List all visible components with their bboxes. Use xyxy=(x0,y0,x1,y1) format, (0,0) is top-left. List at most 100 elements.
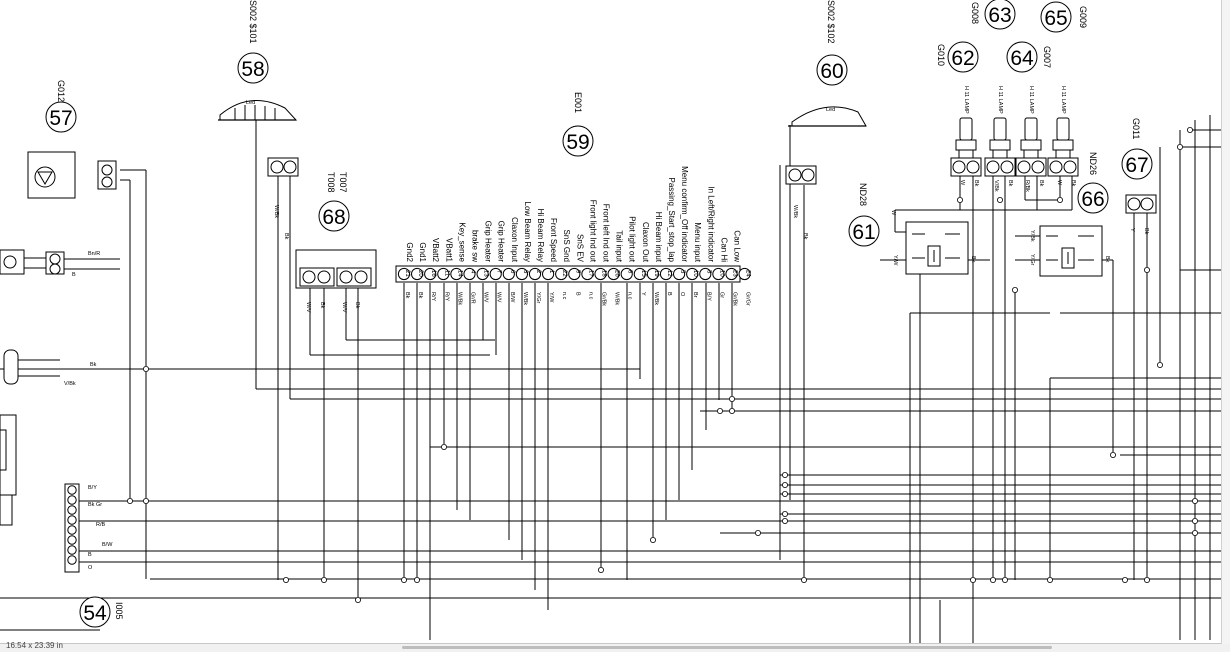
junction-dot xyxy=(400,577,407,584)
junction-dot xyxy=(413,577,420,584)
svg-text:Bk: Bk xyxy=(802,233,808,240)
junction-dot xyxy=(970,577,977,584)
svg-text:Grip Heater: Grip Heater xyxy=(497,221,506,263)
svg-text:62: 62 xyxy=(951,47,974,70)
junction-dot xyxy=(1187,127,1194,134)
svg-text:Can Low: Can Low xyxy=(733,230,742,262)
junction-dot xyxy=(990,577,997,584)
e001-pin: 4 brake sw Gr/R xyxy=(463,230,480,304)
svg-text:6: 6 xyxy=(509,270,515,274)
vertical-scrollbar[interactable] xyxy=(1221,0,1230,644)
svg-text:H 11 LAMP: H 11 LAMP xyxy=(1060,86,1066,114)
junction-dots xyxy=(127,127,1199,604)
svg-text:22: 22 xyxy=(561,270,567,277)
i005-pin xyxy=(67,505,77,515)
svg-text:H 11 LAMP: H 11 LAMP xyxy=(997,86,1003,114)
svg-text:ND26: ND26 xyxy=(1088,152,1098,175)
svg-text:R/Bk: R/Bk xyxy=(1024,180,1030,192)
svg-text:Bk: Bk xyxy=(973,180,979,187)
svg-text:60: 60 xyxy=(820,60,843,83)
svg-text:3: 3 xyxy=(522,270,528,274)
svg-text:13: 13 xyxy=(483,270,489,277)
i005-pin xyxy=(67,495,77,505)
svg-text:W: W xyxy=(959,180,965,186)
svg-text:W/Bk: W/Bk xyxy=(522,292,528,305)
i005-pin xyxy=(67,515,77,525)
svg-text:Gr/Bk: Gr/Bk xyxy=(601,292,607,306)
svg-text:Y: Y xyxy=(1129,228,1135,232)
svg-text:H 11 LAMP: H 11 LAMP xyxy=(963,86,969,114)
svg-text:Low Beam Relay: Low Beam Relay xyxy=(523,202,532,262)
svg-text:Claxon Out: Claxon Out xyxy=(641,222,650,263)
svg-text:H 11 LAMP: H 11 LAMP xyxy=(1028,86,1034,114)
svg-text:Y/Gr: Y/Gr xyxy=(1029,254,1035,265)
svg-text:Grip Heater: Grip Heater xyxy=(484,221,493,263)
g012-code: G012 xyxy=(56,80,66,102)
svg-text:65: 65 xyxy=(1044,7,1067,30)
svg-text:brake sw: brake sw xyxy=(471,230,480,262)
svg-text:19: 19 xyxy=(653,270,659,277)
svg-text:VBatt2: VBatt2 xyxy=(431,238,440,263)
svg-text:n.c: n.c xyxy=(627,292,633,300)
svg-text:4: 4 xyxy=(470,270,476,274)
svg-text:Bk: Bk xyxy=(319,302,325,309)
junction-dot xyxy=(440,443,447,450)
svg-text:1: 1 xyxy=(548,270,554,274)
svg-text:G011: G011 xyxy=(1131,118,1141,139)
svg-text:Gr/R: Gr/R xyxy=(470,292,476,304)
junction-dot xyxy=(598,567,605,574)
speaker-icon xyxy=(3,349,19,385)
junction-dot xyxy=(1157,361,1164,368)
svg-text:66: 66 xyxy=(1081,188,1104,211)
i005-pin xyxy=(67,545,77,555)
svg-text:7: 7 xyxy=(496,270,502,274)
svg-text:23: 23 xyxy=(732,270,738,277)
svg-text:Led: Led xyxy=(826,107,835,113)
junction-dot xyxy=(755,530,762,537)
i005-pin xyxy=(67,535,77,545)
svg-text:Gr: Gr xyxy=(718,292,724,298)
junction-dot xyxy=(650,537,657,544)
svg-text:Front left Ind out: Front left Ind out xyxy=(602,204,611,263)
svg-text:Tail input: Tail input xyxy=(615,230,624,262)
svg-text:14: 14 xyxy=(456,270,462,277)
svg-text:T008: T008 xyxy=(326,172,336,193)
i005-pin xyxy=(67,525,77,535)
g012-wire-right: Bn/R xyxy=(88,251,100,257)
svg-text:Bk: Bk xyxy=(404,292,410,299)
svg-text:Key_sense: Key_sense xyxy=(457,222,466,262)
svg-text:B/Y: B/Y xyxy=(88,485,97,491)
junction-dot xyxy=(354,597,361,604)
svg-text:W: W xyxy=(1056,180,1062,186)
svg-text:Gr/Bk: Gr/Bk xyxy=(732,292,738,306)
svg-text:W/Bk: W/Bk xyxy=(792,205,798,218)
svg-text:W/V: W/V xyxy=(305,302,311,313)
horizontal-scrollbar[interactable] xyxy=(402,646,1052,649)
junction-dot xyxy=(997,196,1004,203)
svg-text:Front light Ind out: Front light Ind out xyxy=(588,200,597,263)
junction-dot xyxy=(1192,497,1199,504)
svg-text:Claxon Input: Claxon Input xyxy=(510,217,519,263)
svg-text:Bk Gr: Bk Gr xyxy=(88,502,102,508)
svg-text:SnS EV: SnS EV xyxy=(575,234,584,263)
junction-dot xyxy=(320,577,327,584)
svg-text:Front Speed: Front Speed xyxy=(549,218,558,262)
svg-text:Hi Beam input: Hi Beam input xyxy=(654,212,663,263)
svg-text:I005: I005 xyxy=(114,602,124,620)
svg-text:W/V: W/V xyxy=(496,292,502,303)
svg-text:63: 63 xyxy=(988,4,1011,27)
